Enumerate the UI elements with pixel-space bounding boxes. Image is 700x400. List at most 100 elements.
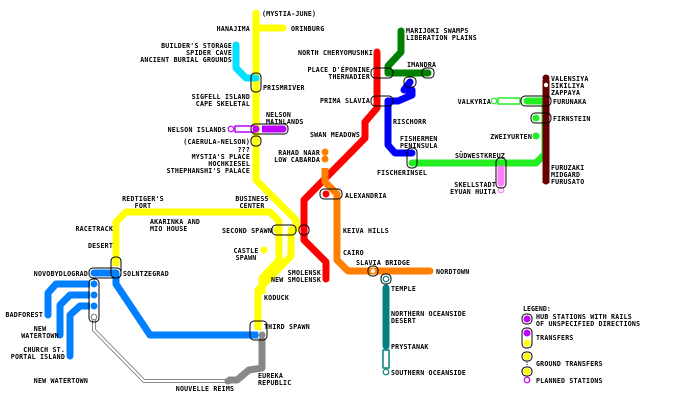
- station-dot[interactable]: [227, 125, 235, 133]
- station-dot[interactable]: [232, 55, 240, 63]
- station-label[interactable]: BUILDER'S STORAGE: [161, 42, 232, 50]
- station-dot[interactable]: [542, 97, 550, 105]
- station-label[interactable]: RACETRACK: [75, 225, 113, 233]
- station-dot[interactable]: [542, 114, 550, 122]
- station-label[interactable]: PLACE D'ÉPONINE: [307, 65, 370, 74]
- station-label[interactable]: BADFOREST: [5, 311, 43, 319]
- station-dot[interactable]: [232, 48, 240, 56]
- station-dot[interactable]: [112, 241, 120, 249]
- station-label[interactable]: LIBERATION PLAINS: [406, 34, 477, 42]
- station-dot[interactable]: [321, 148, 329, 156]
- station-label[interactable]: LOW CABARDA: [274, 156, 320, 164]
- station-dot[interactable]: [406, 78, 414, 86]
- station-dot[interactable]: [252, 9, 260, 17]
- station-label[interactable]: HANAJIMA: [217, 25, 250, 33]
- station-label[interactable]: SPAWN: [236, 254, 257, 262]
- station-dot[interactable]: [382, 309, 390, 317]
- station-label[interactable]: PRYSTANAK: [391, 343, 429, 351]
- station-dot[interactable]: [532, 97, 540, 105]
- station-dot[interactable]: [523, 97, 531, 105]
- station-dot[interactable]: [384, 117, 392, 125]
- station-label[interactable]: SOUTHERN OCEANSIDE: [391, 369, 466, 377]
- station-dot[interactable]: [408, 149, 416, 157]
- station-label[interactable]: NORTH CHERYOMUSHKI: [298, 49, 373, 57]
- station-label[interactable]: NELSON: [266, 111, 291, 119]
- station-label[interactable]: WATERTOWN: [21, 332, 59, 340]
- station-label[interactable]: VALKYRIA: [458, 98, 491, 106]
- station-dot[interactable]: [252, 74, 260, 82]
- station-label[interactable]: RAHAD NAAR: [278, 149, 320, 157]
- station-label[interactable]: NOVOBYDLOGRAD: [34, 270, 88, 278]
- station-label[interactable]: NELSON ISLANDS: [168, 126, 226, 134]
- station-label[interactable]: RISCHORR: [393, 118, 426, 126]
- station-label[interactable]: HOCHKIESEL: [208, 160, 250, 168]
- station-label[interactable]: FORT: [135, 202, 152, 210]
- station-dot[interactable]: [260, 246, 268, 254]
- station-label[interactable]: SIGFELL ISLAND: [192, 93, 250, 101]
- station-dot[interactable]: [542, 81, 550, 89]
- station-label[interactable]: ANCIENT BURIAL GROUNDS: [140, 56, 232, 64]
- station-label[interactable]: PENINSULA: [400, 142, 438, 150]
- station-dot[interactable]: [333, 190, 341, 198]
- station-dot[interactable]: [279, 24, 287, 32]
- station-dot[interactable]: [408, 159, 416, 167]
- station-dot[interactable]: [251, 331, 259, 339]
- station-dot[interactable]: [252, 152, 260, 160]
- station-dot[interactable]: [254, 293, 262, 301]
- station-dot[interactable]: [382, 368, 390, 376]
- station-label[interactable]: THERNADIER: [328, 73, 370, 81]
- station-dot[interactable]: [56, 331, 64, 339]
- station-dot[interactable]: [373, 97, 381, 105]
- station-dot[interactable]: [137, 208, 145, 216]
- station-dot[interactable]: [497, 186, 505, 194]
- station-label[interactable]: EYUAN HUITA: [450, 188, 496, 196]
- station-dot[interactable]: [333, 226, 341, 234]
- station-label[interactable]: STHEPHANSHI'S PALACE: [167, 167, 250, 175]
- station-dot[interactable]: [248, 208, 256, 216]
- station-label[interactable]: CAPE SKELETAL: [196, 100, 250, 108]
- station-label[interactable]: MIDGARD: [551, 171, 580, 179]
- station-dot[interactable]: [397, 34, 405, 42]
- station-label[interactable]: NOUVELLE REIMS: [176, 385, 234, 393]
- station-label[interactable]: REDTIGER'S: [122, 195, 164, 203]
- station-dot[interactable]: [382, 342, 390, 350]
- station-label[interactable]: SLAVIA BRIDGE: [356, 259, 410, 267]
- station-dot[interactable]: [164, 208, 172, 216]
- station-label[interactable]: VALENSIYA: [551, 75, 589, 83]
- station-label[interactable]: MIO HOUSE: [150, 225, 188, 233]
- station-dot[interactable]: [361, 130, 369, 138]
- station-dot[interactable]: [44, 311, 52, 319]
- station-label[interactable]: MAINLANDS: [266, 118, 304, 126]
- station-label[interactable]: REPUBLIC: [258, 379, 291, 387]
- station-dot[interactable]: [252, 83, 260, 91]
- station-dot[interactable]: [112, 224, 120, 232]
- station-dot[interactable]: [252, 166, 260, 174]
- station-label[interactable]: NORDTOWN: [436, 268, 469, 276]
- station-dot[interactable]: [497, 159, 505, 167]
- station-label[interactable]: MARIJOKI SWAMPS: [406, 27, 469, 35]
- station-dot[interactable]: [252, 24, 260, 32]
- station-dot[interactable]: [426, 267, 434, 275]
- station-label[interactable]: IMANDRA: [407, 61, 436, 69]
- station-dot[interactable]: [532, 114, 540, 122]
- station-dot[interactable]: [384, 69, 392, 77]
- station-label[interactable]: ZAPPAYA: [551, 89, 580, 97]
- station-label[interactable]: KEIVA HILLS: [343, 227, 389, 235]
- station-label[interactable]: BUSINESS: [235, 195, 268, 203]
- station-label[interactable]: SWAN MEADOWS: [310, 131, 360, 139]
- station-label[interactable]: CENTER: [239, 202, 264, 210]
- station-dot[interactable]: [279, 125, 287, 133]
- station-dot[interactable]: [542, 170, 550, 178]
- station-dot[interactable]: [322, 275, 330, 283]
- station-label[interactable]: SIKILIYA: [551, 82, 584, 90]
- station-label[interactable]: THIRD SPAWN: [264, 323, 310, 331]
- station-label[interactable]: PRISMRIVER: [263, 84, 305, 92]
- station-dot[interactable]: [252, 159, 260, 167]
- station-label[interactable]: CHURCH ST.: [23, 346, 65, 354]
- station-label[interactable]: (MYSTIA-JUNE): [262, 10, 316, 18]
- station-label[interactable]: FURUSATO: [551, 178, 584, 186]
- station-label[interactable]: PRIMA SLAVIA: [320, 97, 370, 105]
- station-dot[interactable]: [397, 27, 405, 35]
- station-dot[interactable]: [424, 69, 432, 77]
- station-dot[interactable]: [532, 132, 540, 140]
